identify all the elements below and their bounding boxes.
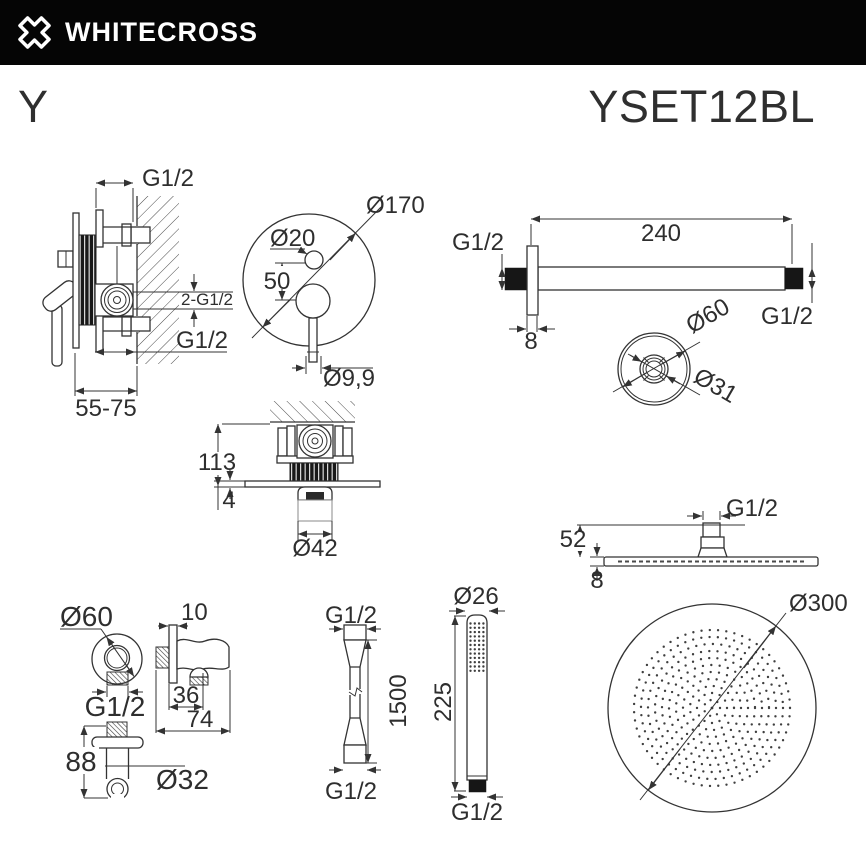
dim-label-handle-diameter: Ø42 (292, 535, 337, 562)
drawing-shower-arm-side-view: 240 G1/2 8 G1/2 (452, 215, 816, 355)
drawing-hand-shower: Ø26 225 G1/2 (430, 583, 505, 826)
dim-label-arm-length: 240 (641, 220, 681, 247)
dim-label-outlet-total-depth: 74 (187, 706, 214, 733)
drawing-mixer-valve-side-view: G1/2 2-G1/2 G1/2 55-75 (42, 165, 233, 422)
dim-label-outlet-cover-diameter: Ø32 (156, 764, 209, 795)
dim-label-button-diameter: Ø20 (270, 225, 315, 252)
dim-label-thread-bottom: G1/2 (176, 327, 228, 354)
dim-label-handshower-thread: G1/2 (451, 799, 503, 826)
dim-label-outlet-thread: G1/2 (85, 691, 146, 722)
dim-label-hose-thread-bottom: G1/2 (325, 778, 377, 805)
dim-label-flange-inner-diameter: Ø31 (689, 363, 742, 409)
drawing-shower-hose: G1/2 1500 G1/2 (325, 602, 412, 805)
dim-label-arm-flange-thickness: 8 (524, 328, 537, 355)
dim-label-outlet-holder-depth: 36 (173, 682, 200, 709)
dim-label-plate-thickness: 4 (222, 487, 235, 514)
dim-label-outlet-height: 88 (65, 746, 96, 777)
product-model: YSET12BL (588, 81, 815, 132)
product-series: Y (18, 81, 49, 132)
dim-label-disc-thickness: 8 (590, 567, 603, 594)
drawing-shower-head-side-view: G1/2 52 8 (558, 495, 819, 594)
dim-label-outlet-flange-diameter: Ø60 (60, 601, 113, 632)
brand-x-cross-icon (18, 16, 51, 49)
dim-label-thread-top: G1/2 (142, 165, 194, 192)
drawing-shower-head-face-view: Ø300 (607, 590, 848, 813)
brand-name: WHITECROSS (65, 17, 259, 47)
dim-label-flange-outer-diameter: Ø60 (682, 293, 735, 339)
dim-label-hose-thread-top: G1/2 (325, 602, 377, 629)
dim-label-mount-depth: 55-75 (75, 395, 136, 422)
drawing-wall-outlet-views: Ø60 G1/2 10 36 74 (60, 599, 231, 803)
dim-label-head-thread: G1/2 (726, 495, 778, 522)
drawing-mixer-plate-front-view: Ø170 Ø20 50 Ø9,9 (242, 192, 425, 392)
dim-label-arm-thread-outlet: G1/2 (761, 303, 813, 330)
dim-label-plate-diameter: Ø170 (366, 192, 425, 219)
dim-label-hose-length: 1500 (385, 674, 412, 727)
dim-label-handshower-length: 225 (430, 682, 457, 722)
dim-label-head-diameter: Ø300 (789, 590, 848, 617)
dim-label-outlet-plate-thickness: 10 (181, 599, 208, 626)
dim-label-handshower-diameter: Ø26 (453, 583, 498, 610)
drawing-arm-flange-front-view: Ø60 Ø31 (612, 293, 742, 409)
header-bar: WHITECROSS (0, 0, 866, 65)
dim-label-thread-mid: 2-G1/2 (181, 290, 233, 309)
dim-label-center-distance: 50 (264, 268, 291, 295)
dim-label-connector-height: 52 (560, 526, 587, 553)
dim-label-arm-thread-wall: G1/2 (452, 229, 504, 256)
drawing-mixer-top-view: 113 4 Ø42 (198, 401, 381, 562)
dim-label-lever-diameter: Ø9,9 (323, 365, 375, 392)
